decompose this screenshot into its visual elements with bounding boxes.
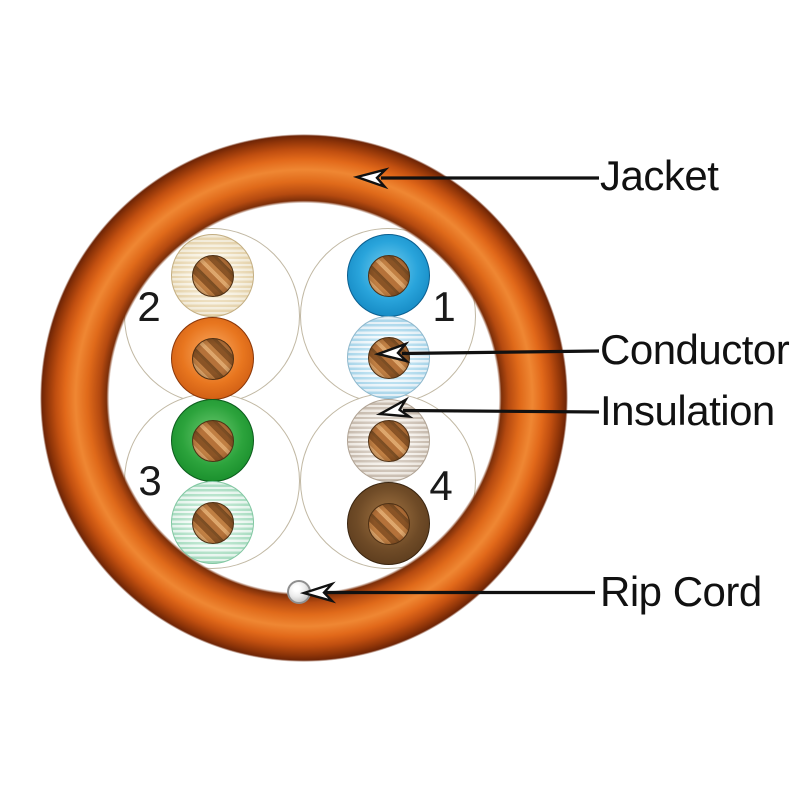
wire-white-green	[170, 480, 254, 564]
label-conductor: Conductor	[600, 326, 790, 373]
copper-conductor	[192, 420, 234, 462]
pair-1-number: 1	[432, 283, 456, 330]
arrowhead-ripcord-icon	[299, 581, 337, 604]
arrowhead-insulation-icon	[375, 396, 414, 419]
leader-line-conductor	[401, 349, 600, 356]
wire-white-orange	[170, 233, 254, 317]
wire-orange	[170, 316, 254, 400]
wire-white-brown	[346, 398, 430, 482]
copper-conductor	[192, 255, 234, 297]
label-jacket: Jacket	[600, 152, 719, 199]
wire-brown	[346, 481, 430, 565]
cable-jacket	[40, 134, 568, 662]
wire-green	[170, 398, 254, 482]
copper-conductor	[368, 503, 410, 545]
label-rip-cord: Rip Cord	[600, 568, 762, 615]
wire-blue	[346, 233, 430, 317]
pair-4-number: 4	[429, 462, 453, 509]
copper-conductor	[192, 502, 234, 544]
rip-cord	[287, 580, 311, 604]
pair-3-number: 3	[138, 457, 162, 504]
copper-conductor	[368, 420, 410, 462]
copper-conductor	[192, 338, 234, 380]
copper-conductor	[368, 255, 410, 297]
label-insulation: Insulation	[600, 387, 775, 434]
leader-line-insulation	[402, 408, 600, 414]
arrowhead-conductor-icon	[373, 341, 411, 364]
pair-2-number: 2	[137, 283, 161, 330]
arrowhead-jacket-icon	[352, 167, 390, 190]
